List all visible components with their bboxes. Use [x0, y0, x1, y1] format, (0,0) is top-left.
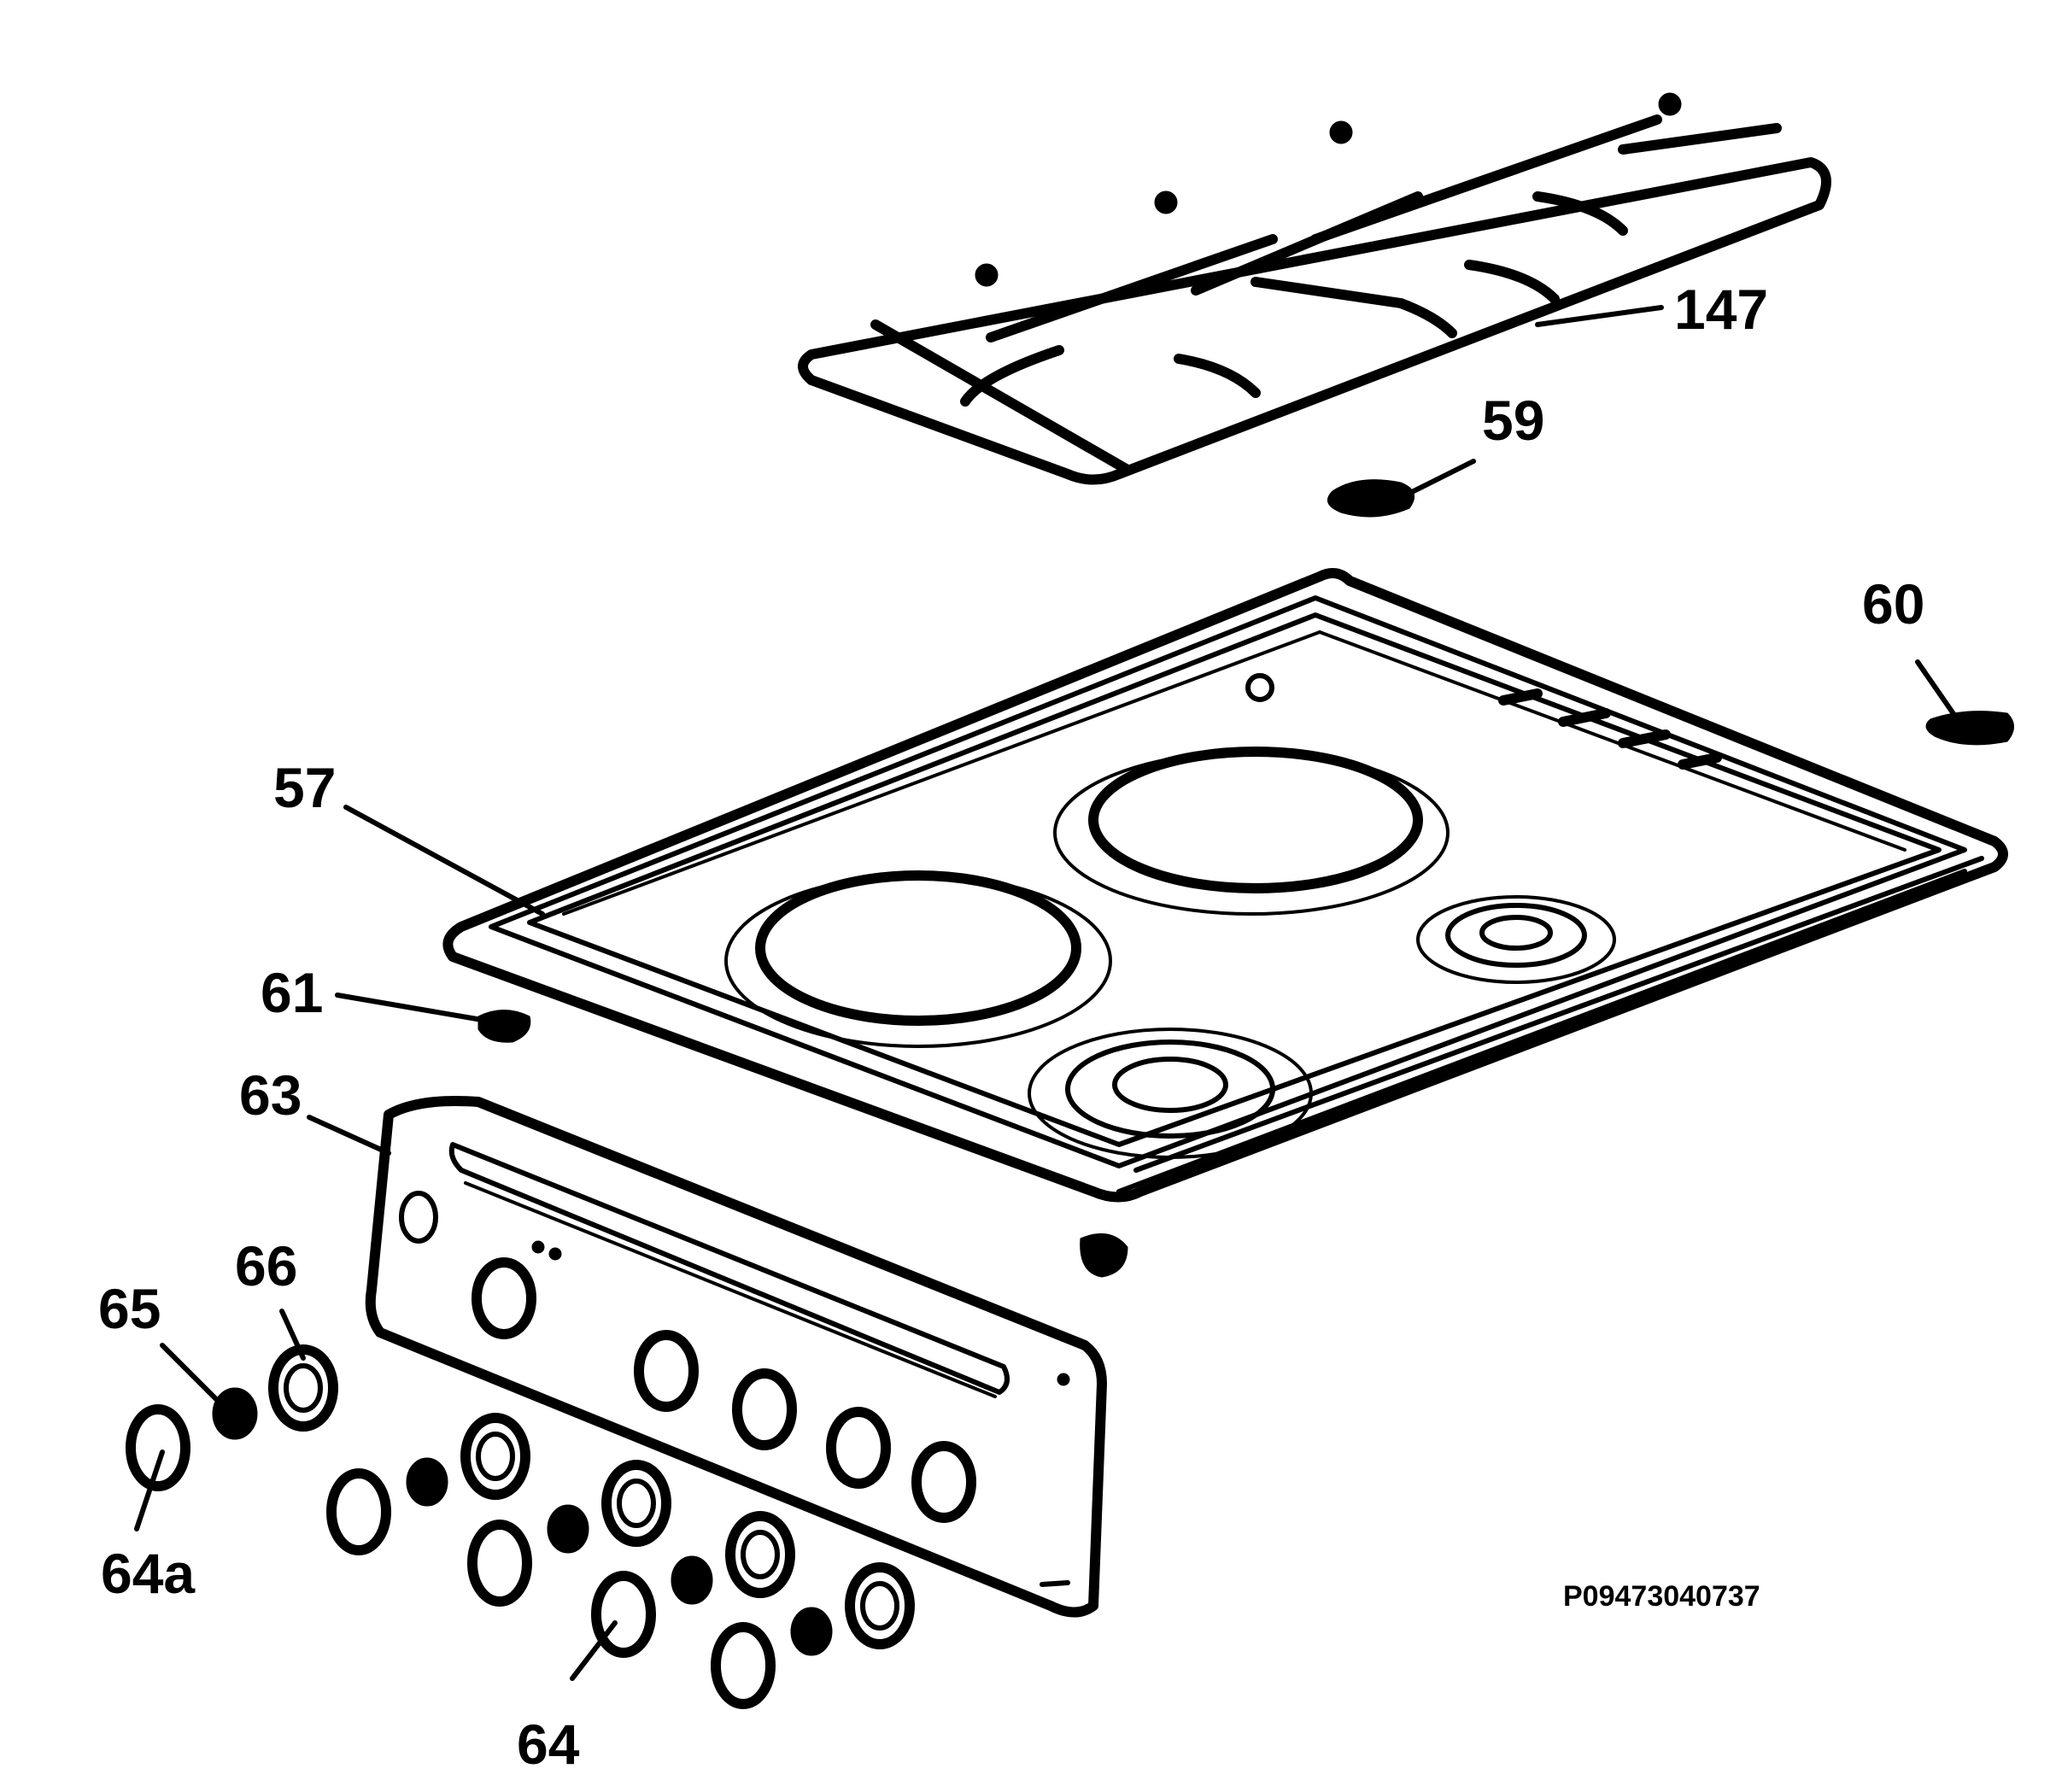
hob-top-plate	[442, 568, 2008, 1203]
callout-65: 65	[98, 1277, 161, 1340]
callout-147: 147	[1674, 278, 1768, 341]
pan-support-grid	[798, 92, 1831, 485]
callout-57: 57	[273, 756, 336, 819]
callout-64: 64	[517, 1713, 580, 1776]
callout-labels: 147 59 60 57 61 63 66 65 64a 64	[98, 278, 1924, 1776]
callout-63: 63	[239, 1063, 302, 1127]
part-59-shape	[1327, 479, 1415, 518]
callout-66: 66	[235, 1234, 297, 1297]
part-61-shape	[477, 1010, 531, 1043]
leader-lines	[134, 305, 1959, 1681]
callout-59: 59	[1482, 389, 1544, 452]
callout-60: 60	[1862, 572, 1924, 635]
control-knobs	[126, 1344, 915, 1709]
callout-64a: 64a	[101, 1542, 196, 1605]
part-60-shape	[1925, 711, 2014, 746]
hob-foot	[1080, 1233, 1128, 1278]
drawing-code: P09473040737	[1563, 1580, 1760, 1613]
control-panel	[365, 1096, 1107, 1618]
callout-61: 61	[261, 961, 323, 1024]
